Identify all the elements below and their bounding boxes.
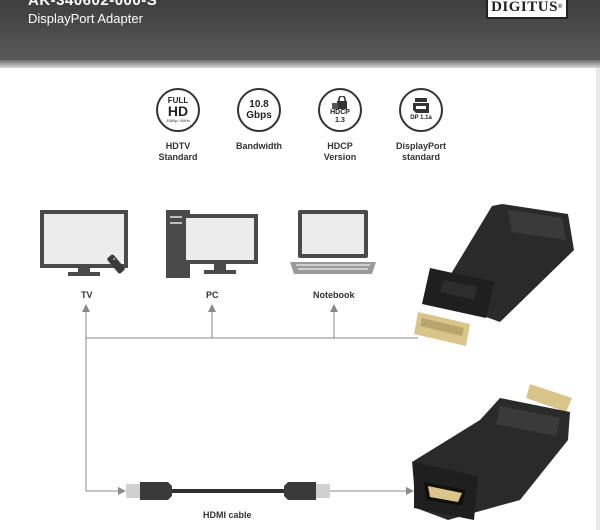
displayport-icon: DP 1.1a [399,88,443,132]
feature-displayport: DP 1.1a DisplayPort standard [383,88,459,163]
brand-name: DIGITUS [491,0,558,15]
product-code: AK-340602-000-S [28,0,158,9]
pc-label: PC [206,290,219,300]
header-gradient-strip [0,60,600,68]
pc-icon [166,210,258,278]
feature-bandwidth: 10.8 Gbps Bandwidth [221,88,297,152]
bandwidth-icon: 10.8 Gbps [237,88,281,132]
dp-connector-icon [413,98,429,113]
connection-lines [82,304,418,495]
feature-hdtv: FULL HD 1080p / 60Hz HDTV Standard [140,88,216,163]
feature-label: HDTV Standard [158,141,198,162]
hdmi-cable-label: HDMI cable [203,510,252,520]
adapter-top-image [414,204,574,346]
feature-label: DisplayPort standard [395,141,446,162]
tv-icon [40,210,128,276]
full-hd-icon: FULL HD 1080p / 60Hz [156,88,200,132]
notebook-label: Notebook [313,290,355,300]
adapter-bottom-image [412,384,572,520]
lock-icon [332,95,347,109]
feature-label: HDCP Version [323,141,357,162]
tv-label: TV [81,290,93,300]
hdmi-cable-icon [126,482,330,500]
product-name: DisplayPort Adapter [28,11,143,26]
hdcp-lock-icon: HDCP 1.3 [318,88,362,132]
feature-hdcp: HDCP 1.3 HDCP Version [302,88,378,163]
brand-logo: DIGITUS® [486,0,568,19]
notebook-icon [290,210,376,274]
page-edge [596,68,600,530]
feature-label: Bandwidth [236,141,282,151]
brand-mark: ® [557,4,563,10]
